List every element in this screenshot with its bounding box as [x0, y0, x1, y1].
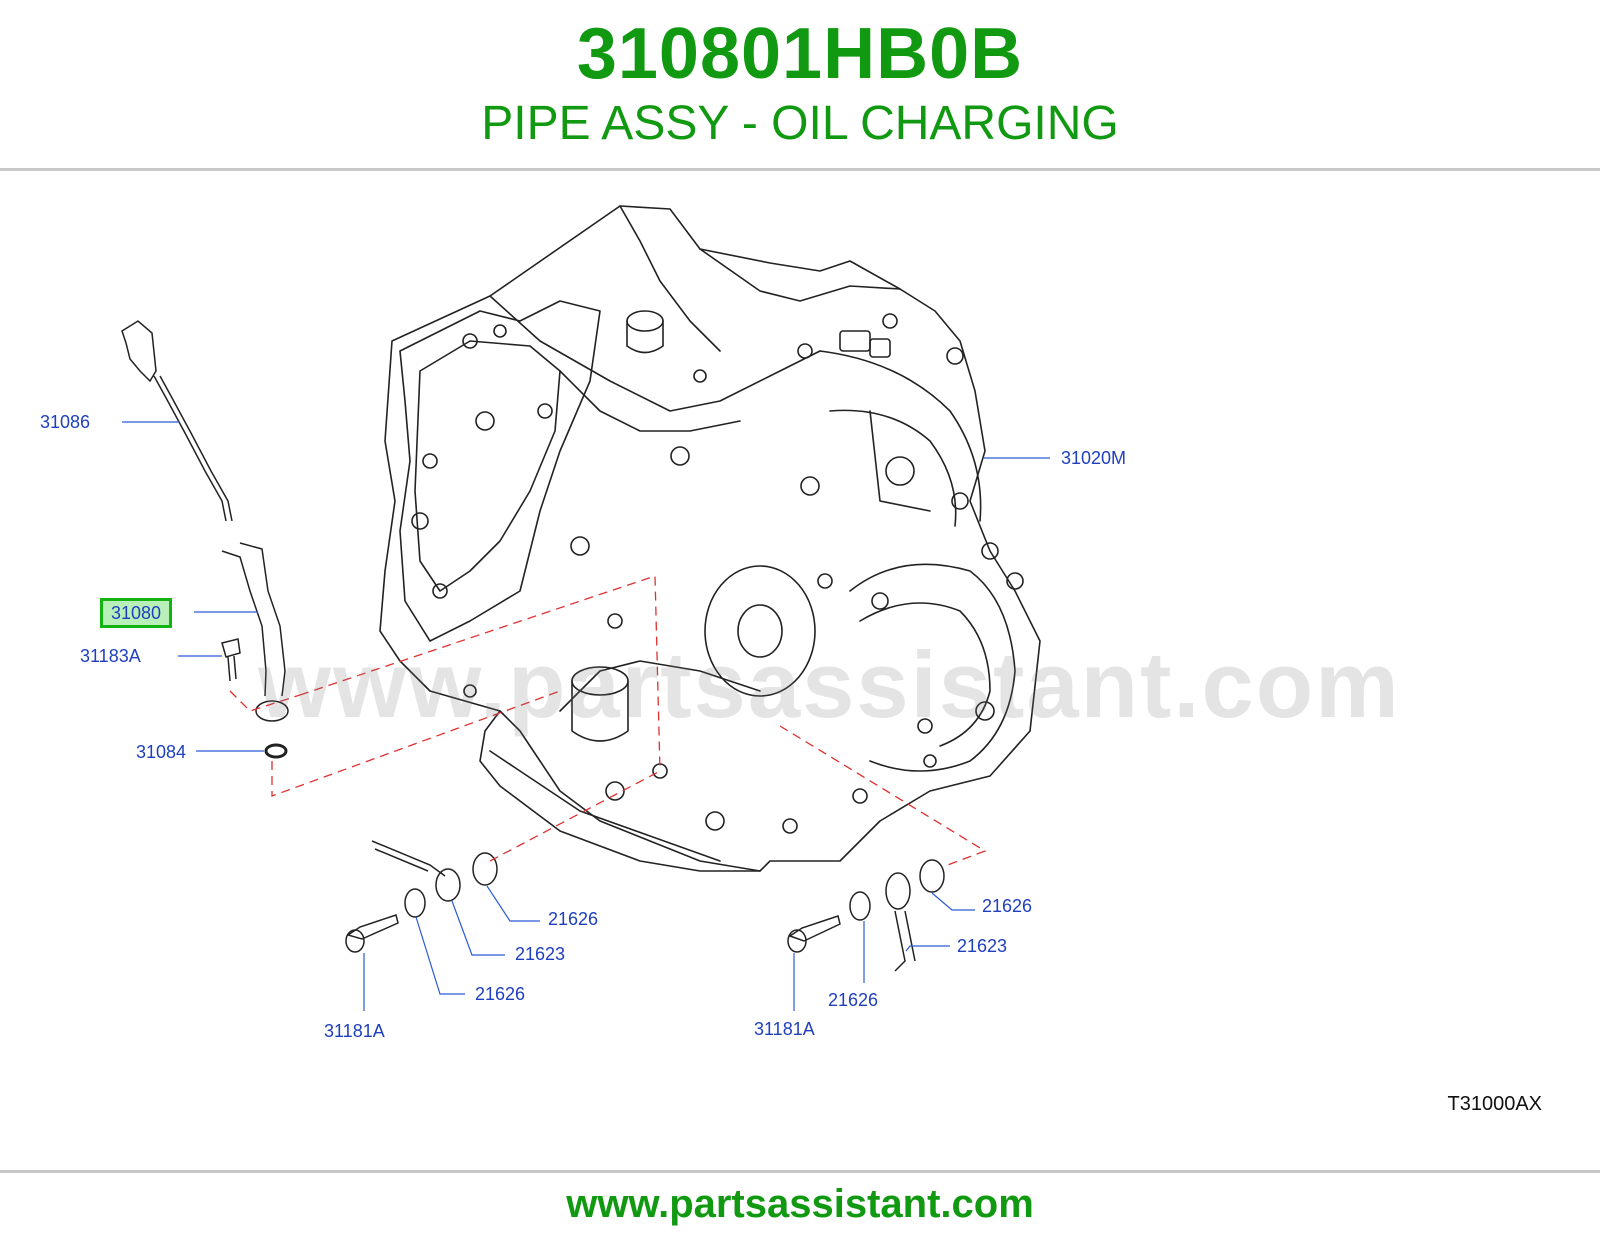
callout-21626[interactable]: 21626	[548, 909, 599, 929]
callout-31084[interactable]: 31084	[136, 742, 187, 762]
callout-31181a[interactable]: 31181A	[754, 1019, 815, 1039]
part-name-subtitle: PIPE ASSY - OIL CHARGING	[481, 97, 1119, 150]
callout-21623[interactable]: 21623	[957, 936, 1008, 956]
footer-divider	[0, 1170, 1600, 1173]
drawing-code: T31000AX	[1447, 1093, 1542, 1115]
callout-21623[interactable]: 21623	[515, 944, 566, 964]
callout-31181a[interactable]: 31181A	[324, 1021, 385, 1041]
callout-21626[interactable]: 21626	[828, 990, 879, 1010]
callout-21626[interactable]: 21626	[475, 984, 526, 1004]
parts-diagram: www.partsassistant.com 31086 31080 31183…	[0, 171, 1600, 1171]
watermark-text: www.partsassistant.com	[258, 632, 1401, 737]
callout-31020m[interactable]: 31020M	[1061, 448, 1127, 468]
transmission-drawing	[121, 205, 1050, 1011]
part-number-title: 310801HB0B	[576, 14, 1024, 94]
callout-31183a[interactable]: 31183A	[80, 646, 141, 666]
callout-21626[interactable]: 21626	[982, 896, 1033, 916]
page-header: 310801HB0B PIPE ASSY - OIL CHARGING	[0, 0, 1600, 168]
callout-31080-highlighted[interactable]: 31080	[100, 598, 173, 628]
footer-url[interactable]: www.partsassistant.com	[566, 1182, 1034, 1226]
callout-31086[interactable]: 31086	[40, 412, 91, 432]
header-divider	[0, 168, 1600, 171]
